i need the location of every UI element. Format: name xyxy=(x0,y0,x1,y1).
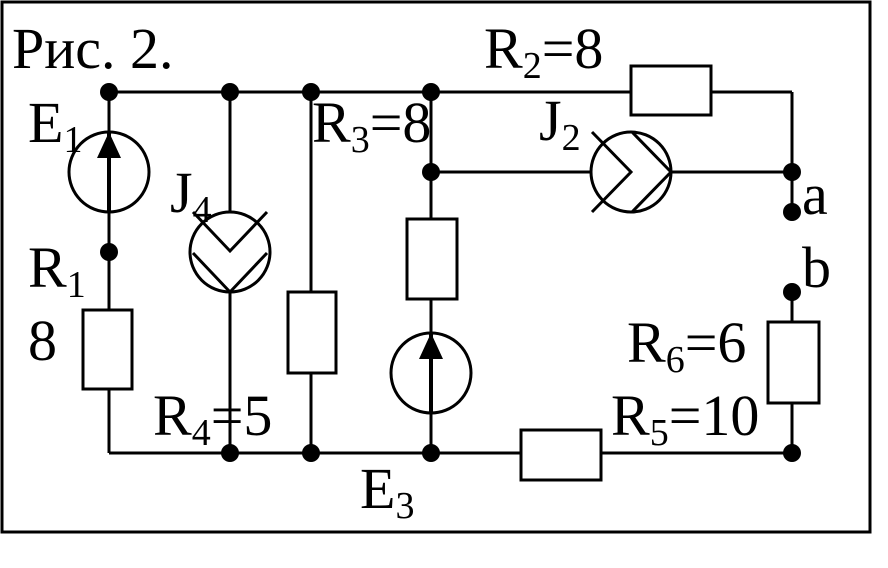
node xyxy=(783,444,801,462)
terminal-a-dot xyxy=(783,203,801,221)
node xyxy=(100,83,118,101)
wires xyxy=(107,90,794,455)
node xyxy=(302,444,320,462)
label-r1: R1 xyxy=(28,235,86,306)
label-j4: J4 xyxy=(170,160,212,231)
label-e3: E3 xyxy=(360,456,414,527)
terminal-b-label: b xyxy=(802,235,831,300)
node xyxy=(302,83,320,101)
node xyxy=(783,163,801,181)
node xyxy=(100,243,118,261)
label-r6: R6=6 xyxy=(627,310,746,381)
arrow-up-icon xyxy=(97,132,121,158)
figure-caption: Рис. 2. xyxy=(12,16,174,81)
nodes xyxy=(100,83,801,462)
terminal-b-dot xyxy=(783,283,801,301)
label-j2: J2 xyxy=(539,88,581,159)
resistor-r4 xyxy=(286,290,338,375)
node xyxy=(221,444,239,462)
resistor-r5 xyxy=(519,428,603,482)
node xyxy=(221,83,239,101)
node xyxy=(422,163,440,181)
resistor-r2 xyxy=(629,64,713,117)
label-e1: E1 xyxy=(28,90,82,161)
resistor-r3 xyxy=(405,217,459,301)
resistor-r1 xyxy=(81,308,134,391)
voltage-source-e1 xyxy=(67,130,151,214)
figure-frame xyxy=(0,0,872,534)
voltage-source-e3 xyxy=(389,331,473,415)
label-r4: R4=5 xyxy=(153,383,272,454)
node xyxy=(422,444,440,462)
node xyxy=(422,83,440,101)
current-source-j2 xyxy=(589,130,674,214)
label-r2: R2=8 xyxy=(484,16,603,87)
label-r5: R5=10 xyxy=(611,383,759,454)
label-r1-value: 8 xyxy=(28,308,57,373)
resistor-r6 xyxy=(766,320,821,405)
arrow-up-icon xyxy=(419,333,443,359)
current-source-j4 xyxy=(188,210,272,295)
terminal-a-label: a xyxy=(802,162,828,227)
label-r3: R3=8 xyxy=(312,90,431,161)
